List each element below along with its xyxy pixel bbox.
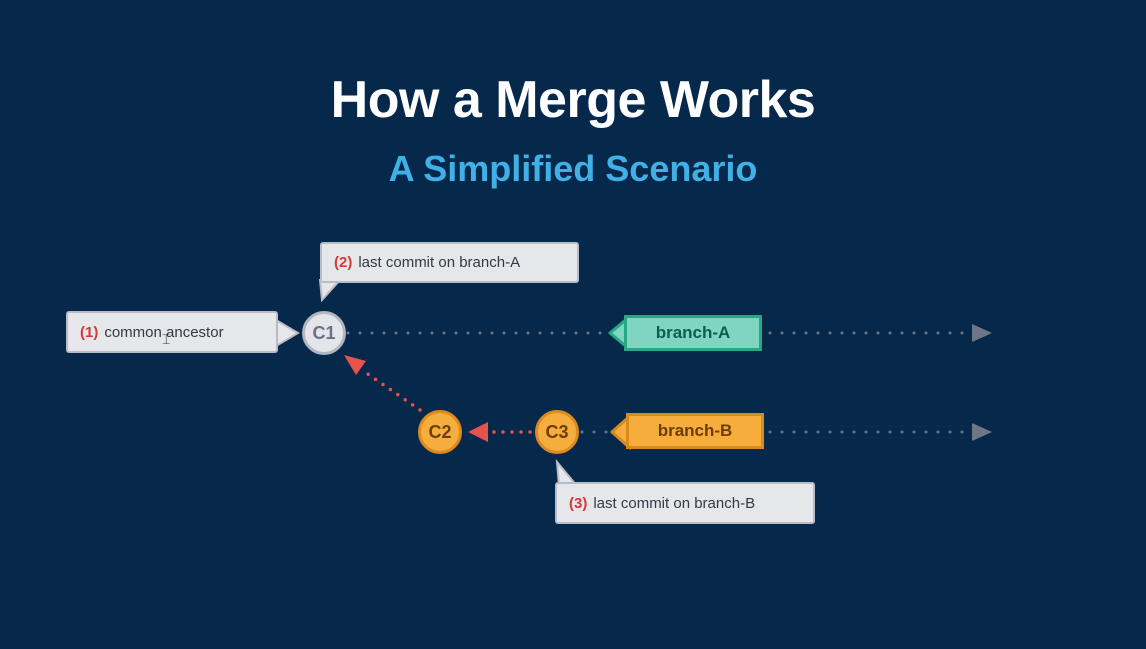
commit-c1: C1 [302, 311, 346, 355]
callout-1-text: common ancestor [104, 323, 224, 341]
text-cursor-icon: ⌶ [162, 332, 171, 348]
branch-a-tag: branch-A [624, 315, 762, 351]
commit-c3: C3 [535, 410, 579, 454]
callout-2-number: (2) [334, 254, 353, 271]
c3-to-c2-arrowhead [468, 422, 488, 442]
callout-3-text: last commit on branch-B [593, 494, 756, 512]
callout-1-pointer [275, 318, 300, 348]
callout-1-number: (1) [80, 323, 99, 341]
commit-c2: C2 [418, 410, 462, 454]
callout-3-number: (3) [569, 494, 588, 512]
c2-to-c1-line [360, 368, 422, 412]
callout-last-commit-branch-b: (3) last commit on branch-B [555, 482, 815, 524]
callout-2-text: last commit on branch-A [358, 254, 521, 271]
slide-title: How a Merge Works [330, 71, 816, 129]
callout-2-pointer [318, 279, 343, 303]
callout-last-commit-branch-a: (2) last commit on branch-A [320, 242, 579, 283]
branch-b-tag: branch-B [626, 413, 764, 449]
branch-a-arrowhead [972, 324, 992, 342]
callout-common-ancestor: (1) common ancestor [66, 311, 278, 353]
branch-b-arrowhead [972, 423, 992, 441]
c2-to-c1-arrowhead [344, 355, 366, 375]
slide-subtitle: A Simplified Scenario [388, 148, 758, 189]
